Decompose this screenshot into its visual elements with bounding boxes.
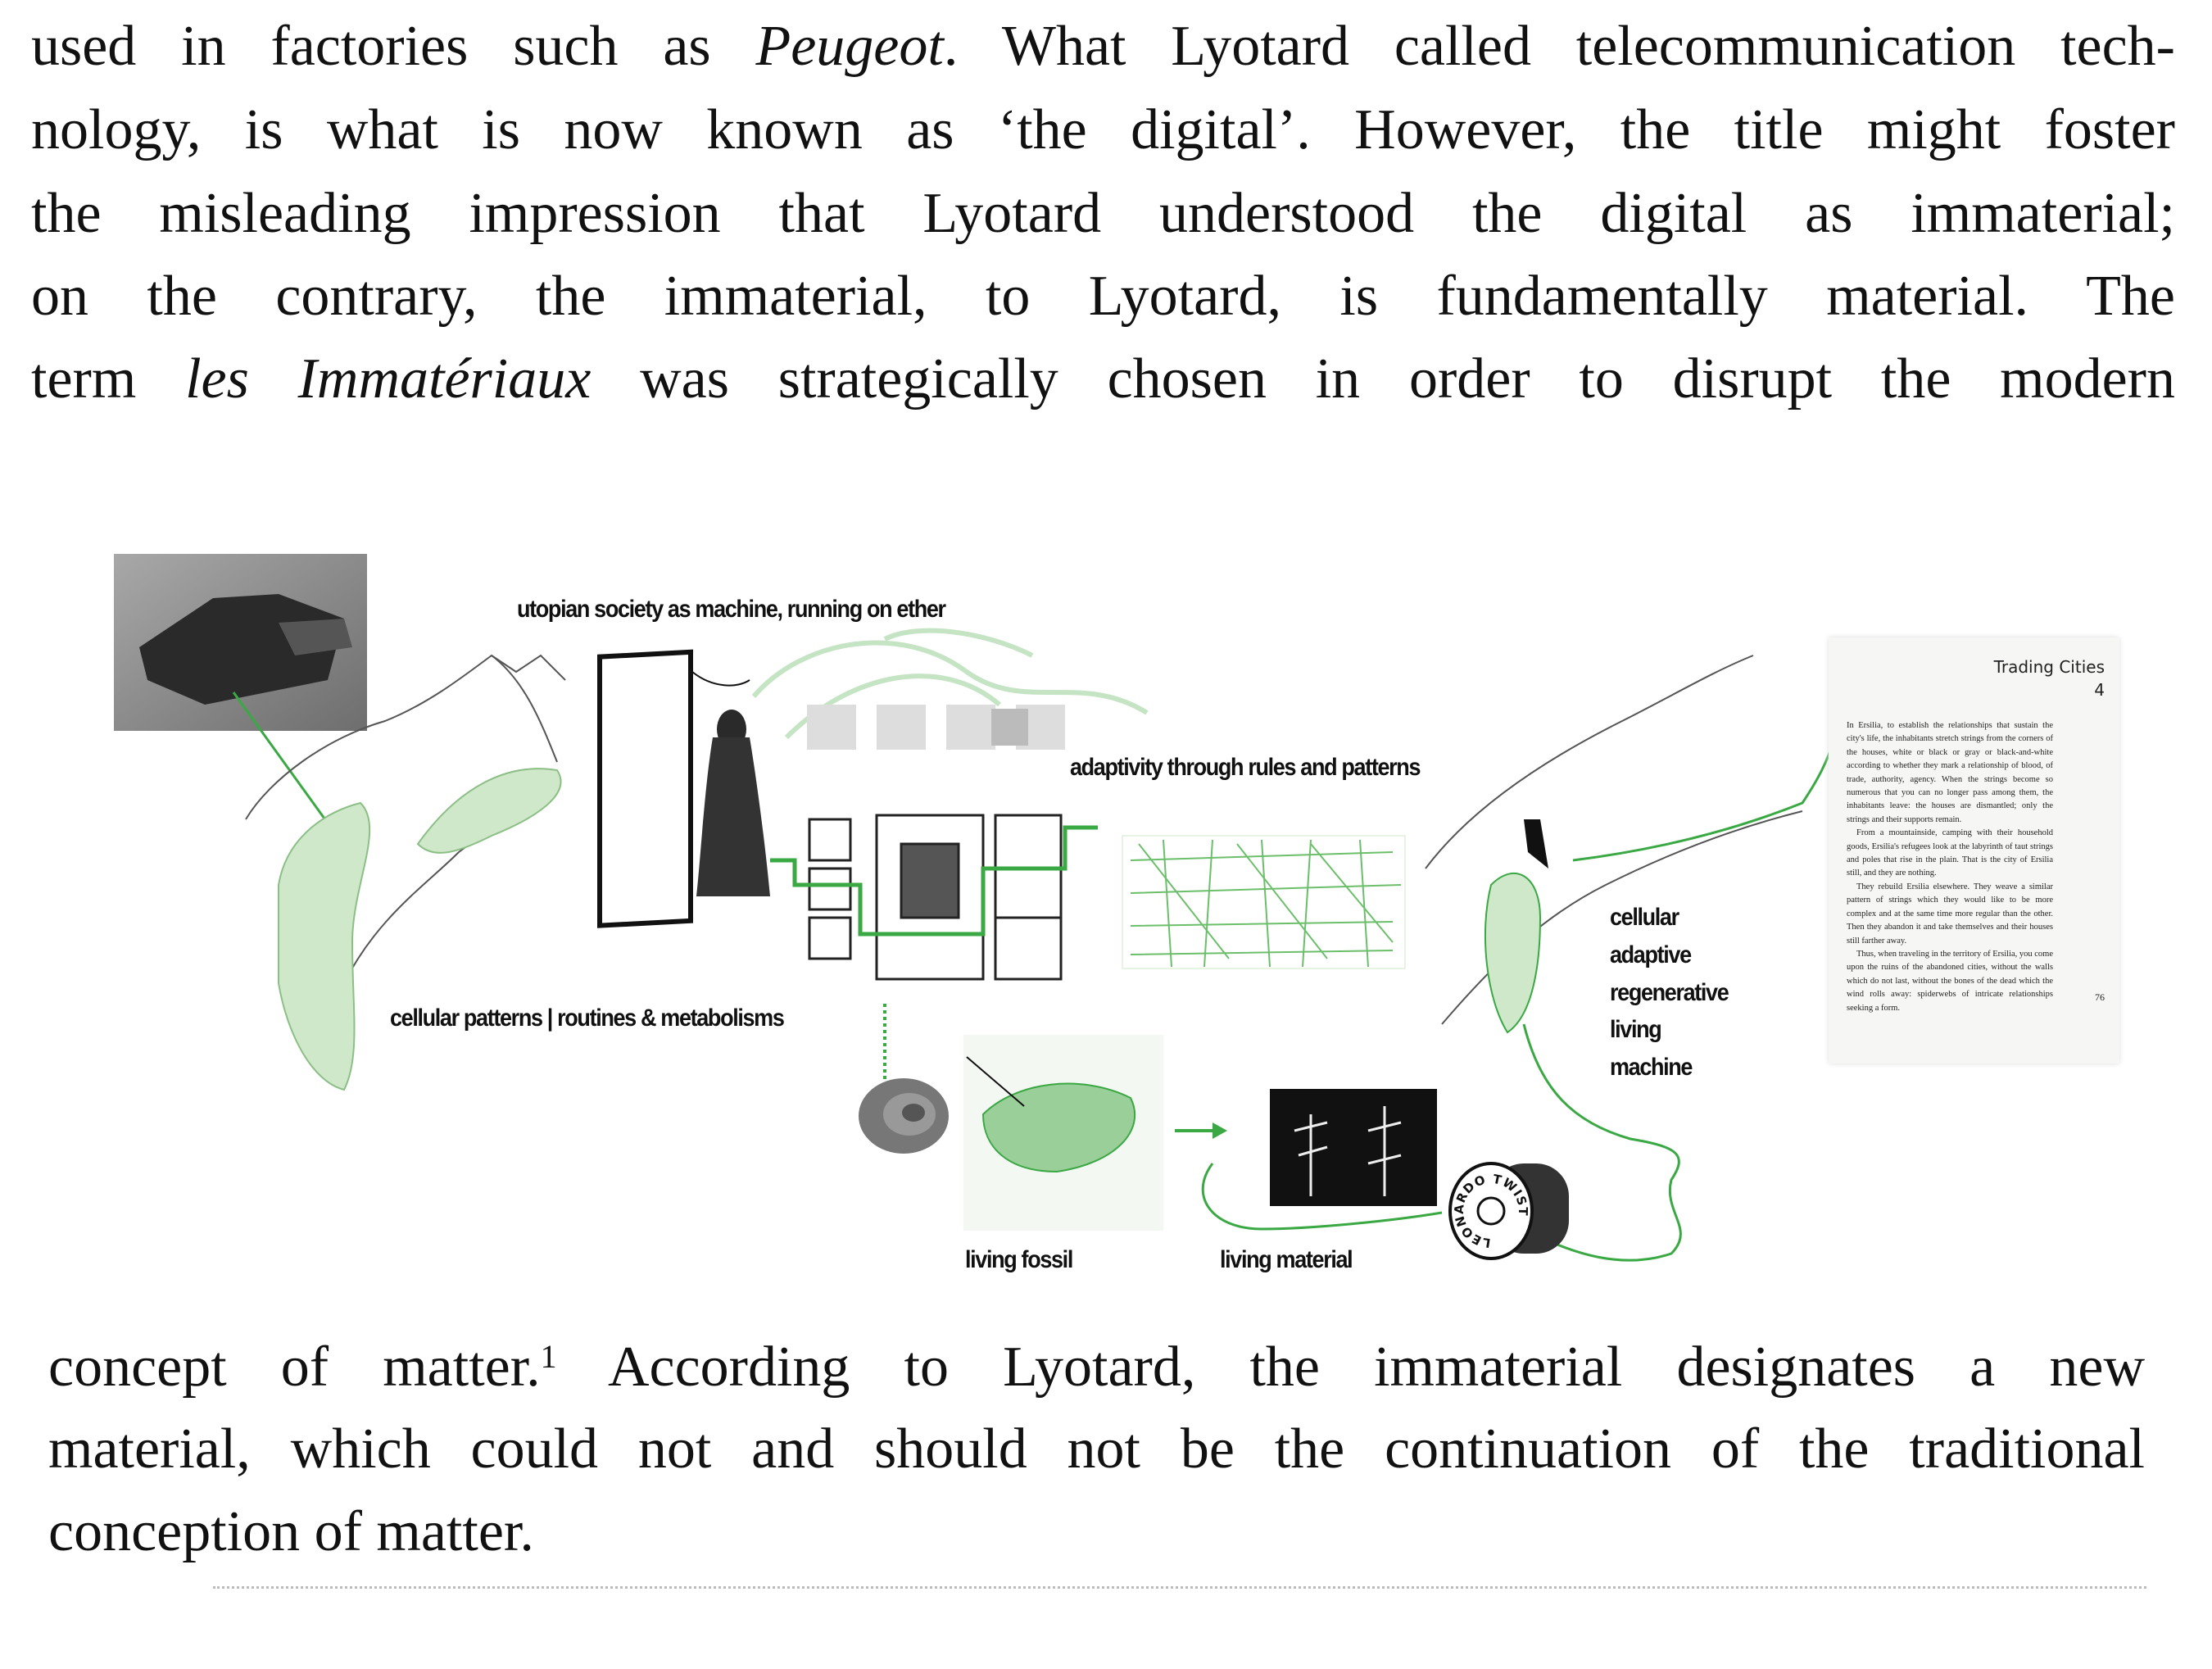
label-cellular: cellular xyxy=(1610,904,1679,931)
text-span: . What Lyotard called telecommunication … xyxy=(943,15,2175,78)
text-line: material, which could not and should not… xyxy=(48,1417,2145,1481)
green-string-line xyxy=(1522,1023,1682,1262)
string-grid-sketch xyxy=(1122,835,1406,969)
botanical-plates-image xyxy=(1270,1089,1437,1206)
text-line: used in factories such as Peugeot. What … xyxy=(31,18,2175,75)
label-machine: machine xyxy=(1610,1054,1693,1081)
italic-term: les Immatériaux xyxy=(185,347,592,410)
label-living-fossil: living fossil xyxy=(965,1246,1073,1273)
lagoon-green-area xyxy=(1484,872,1542,1034)
book-page-header: Trading Cities 4 xyxy=(1994,655,2105,701)
book-paragraph: They rebuild Ersilia elsewhere. They wea… xyxy=(1847,882,2053,946)
connector-line xyxy=(691,671,750,687)
book-paragraph: In Ersilia, to establish the relationshi… xyxy=(1847,721,2053,824)
label-cellular-patterns: cellular patterns | routines & metabolis… xyxy=(390,1005,785,1032)
label-adaptivity: adaptivity through rules and patterns xyxy=(1070,754,1421,781)
lagoon-green-area xyxy=(278,801,371,1091)
architectural-plan xyxy=(808,814,1063,981)
cut-off-next-line xyxy=(213,1586,2146,1589)
book-page-body: In Ersilia, to establish the relationshi… xyxy=(1847,719,2053,1015)
book-paragraph: From a mountainside, camping with their … xyxy=(1847,828,2053,878)
label-regenerative: regenerative xyxy=(1610,979,1729,1006)
aerial-island-photo xyxy=(114,554,367,731)
book-page-trading-cities: Trading Cities 4 In Ersilia, to establis… xyxy=(1829,637,2119,1064)
text-line: conception of matter. xyxy=(48,1500,534,1563)
lagoon-green-area xyxy=(416,768,562,854)
book-page-title: Trading Cities xyxy=(1993,657,2105,677)
black-region xyxy=(1524,819,1548,869)
label-adaptive: adaptive xyxy=(1610,941,1692,968)
text-line: term les Immatériaux was strategically c… xyxy=(31,351,2175,408)
book-page-chapter-number: 4 xyxy=(2094,680,2105,700)
text-line: the misleading impression that Lyotard u… xyxy=(31,182,2175,245)
book-page-number: 76 xyxy=(2095,991,2105,1003)
machine-drawings-row xyxy=(807,705,1065,750)
text-line: nology, is what is now known as ‘the dig… xyxy=(31,98,2175,161)
text-span: used in factories such as xyxy=(31,15,756,78)
text-span: term xyxy=(31,347,186,410)
shell-fossil-drawing xyxy=(859,1078,949,1154)
footnote-marker[interactable]: 1 xyxy=(540,1338,557,1375)
book-paragraph: Thus, when traveling in the territory of… xyxy=(1847,949,2053,1013)
thread-spool-icon: LEONARDO TWIST xyxy=(1448,1162,1569,1260)
door-frame-drawing xyxy=(597,649,693,928)
text-line: concept of matter.1 According to Lyotard… xyxy=(48,1339,2145,1396)
arrow-right-icon xyxy=(1175,1122,1227,1139)
label-living: living xyxy=(1610,1016,1662,1043)
italic-term: Peugeot xyxy=(755,15,944,78)
text-span: According to Lyotard, the immaterial des… xyxy=(556,1336,2145,1399)
green-string-line xyxy=(1201,1163,1443,1231)
label-utopian-society: utopian society as machine, running on e… xyxy=(517,596,946,623)
text-line: on the contrary, the immaterial, to Lyot… xyxy=(31,265,2175,328)
nun-figure xyxy=(696,710,770,896)
label-living-material: living material xyxy=(1220,1246,1353,1273)
city-map-living-fossil xyxy=(963,1035,1163,1231)
text-span: was strategically chosen in order to dis… xyxy=(591,347,2175,410)
green-path xyxy=(770,825,1098,937)
text-span: concept of matter. xyxy=(48,1336,541,1399)
